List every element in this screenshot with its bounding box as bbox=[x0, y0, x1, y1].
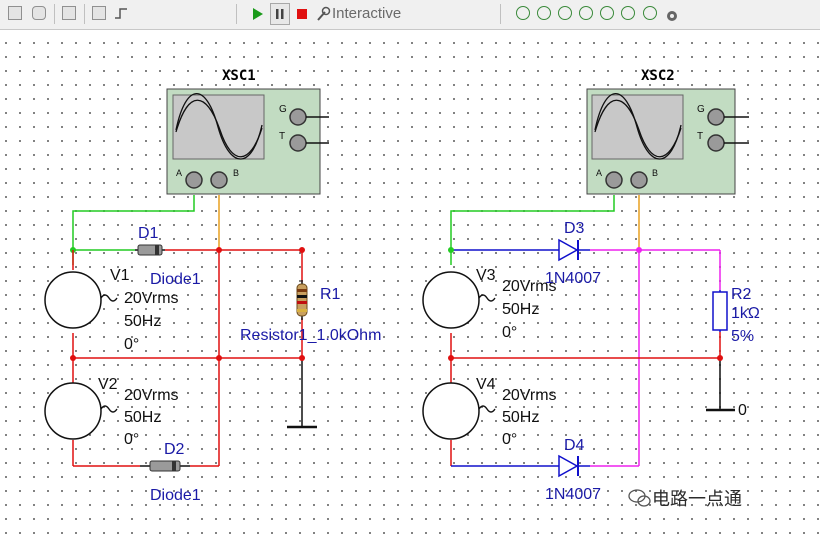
run-button[interactable] bbox=[248, 3, 266, 25]
pin-label-g: G bbox=[697, 104, 705, 115]
source-phase: 0° bbox=[502, 431, 517, 448]
source-phase: 0° bbox=[124, 431, 139, 448]
pin-label-b: B bbox=[652, 168, 658, 178]
diode-model: 1N4007 bbox=[545, 270, 601, 287]
pin-label-g: G bbox=[279, 104, 287, 115]
sine-icon bbox=[100, 294, 118, 302]
diode-model: Diode1 bbox=[150, 271, 201, 288]
pause-button[interactable] bbox=[270, 3, 290, 25]
ground-net-label: 0 bbox=[738, 402, 747, 419]
simulation-toolbar: Interactive bbox=[0, 0, 820, 30]
source-frequency: 50Hz bbox=[124, 409, 161, 426]
resistor-r2[interactable]: R2 1kΩ 5% bbox=[712, 286, 760, 345]
differential-probe-icon[interactable] bbox=[579, 6, 593, 20]
schematic-drawing: XSC1 G T A B XSC2 G bbox=[44, 68, 760, 504]
component-icon[interactable] bbox=[32, 6, 46, 20]
toolbar-separator bbox=[236, 4, 237, 24]
current-probe-icon[interactable] bbox=[537, 6, 551, 20]
source-frequency: 50Hz bbox=[502, 301, 539, 318]
resistor-ref: R2 bbox=[731, 286, 752, 303]
power-probe-icon[interactable] bbox=[558, 6, 572, 20]
stop-button[interactable] bbox=[293, 3, 311, 25]
source-phase: 0° bbox=[502, 324, 517, 341]
resistor-tolerance: 5% bbox=[731, 328, 754, 345]
oscilloscope-xsc2[interactable]: XSC2 G T A B bbox=[586, 68, 749, 195]
sine-icon bbox=[478, 405, 496, 413]
source-phase: 0° bbox=[124, 336, 139, 353]
postprocessor-icon[interactable] bbox=[92, 6, 106, 20]
schematic-canvas[interactable]: XSC1 G T A B XSC2 G bbox=[0, 30, 820, 535]
right-wires bbox=[450, 195, 721, 467]
diode-ref: D1 bbox=[138, 225, 159, 242]
ground-right[interactable]: 0 bbox=[706, 402, 747, 419]
resistor-ref: R1 bbox=[320, 286, 341, 303]
wechat-watermark bbox=[628, 488, 652, 513]
interactive-wrench-icon[interactable] bbox=[315, 3, 331, 25]
pin-label-t: T bbox=[279, 131, 285, 142]
junction-dots bbox=[70, 247, 723, 361]
pause-icon bbox=[276, 9, 284, 19]
source-amplitude: 20Vrms bbox=[124, 387, 179, 404]
analysis-mode-label[interactable]: Interactive bbox=[332, 5, 402, 22]
resistor-value: 1kΩ bbox=[731, 305, 760, 322]
grapher-icon[interactable] bbox=[62, 6, 76, 20]
diode-ref: D4 bbox=[564, 437, 585, 454]
sine-icon bbox=[100, 405, 118, 413]
resistor-r1[interactable]: R1 Resistor1_1.0kOhm bbox=[240, 280, 381, 344]
source-frequency: 50Hz bbox=[124, 313, 161, 330]
source-amplitude: 20Vrms bbox=[502, 387, 557, 404]
diode-ref: D2 bbox=[164, 441, 185, 458]
toolbar-separator bbox=[500, 4, 501, 24]
toolbar-separator bbox=[84, 4, 85, 24]
diode-d2[interactable]: D2 Diode1 bbox=[140, 441, 201, 504]
watermark-text: 电路一点通 bbox=[652, 489, 742, 510]
play-icon bbox=[253, 8, 263, 20]
diode-d4[interactable]: D4 1N4007 bbox=[535, 437, 601, 503]
source-ref: V2 bbox=[98, 376, 118, 393]
voltage-probe-icon[interactable] bbox=[516, 6, 530, 20]
pin-label-a: A bbox=[596, 168, 602, 178]
pin-label-a: A bbox=[176, 168, 182, 178]
scope-title: XSC1 bbox=[222, 68, 256, 84]
source-amplitude: 20Vrms bbox=[124, 290, 179, 307]
ac-source-v1[interactable]: V1 20Vrms 50Hz 0° bbox=[44, 250, 179, 353]
step-signal-icon[interactable] bbox=[114, 6, 128, 20]
instrument-probe-icon[interactable] bbox=[643, 6, 657, 20]
probe-settings-icon[interactable] bbox=[664, 3, 680, 25]
pin-label-t: T bbox=[697, 131, 703, 142]
source-ref: V3 bbox=[476, 267, 496, 284]
oscilloscope-xsc1[interactable]: XSC1 G T A B bbox=[166, 68, 329, 195]
diode-model: Diode1 bbox=[150, 487, 201, 504]
resistor-value: Resistor1_1.0kOhm bbox=[240, 327, 381, 344]
digital-probe-icon[interactable] bbox=[621, 6, 635, 20]
ac-source-v4[interactable]: V4 20Vrms 50Hz 0° bbox=[422, 376, 557, 448]
toolbar-separator bbox=[54, 4, 55, 24]
stop-icon bbox=[297, 9, 307, 19]
scope-title: XSC2 bbox=[641, 68, 675, 84]
source-frequency: 50Hz bbox=[502, 409, 539, 426]
diode-d1[interactable]: D1 Diode1 bbox=[135, 225, 201, 288]
reference-probe-icon[interactable] bbox=[600, 6, 614, 20]
ac-source-v3[interactable]: V3 20Vrms 50Hz 0° bbox=[422, 267, 557, 341]
pin-label-b: B bbox=[233, 168, 239, 178]
source-ref: V4 bbox=[476, 376, 496, 393]
diode-model: 1N4007 bbox=[545, 486, 601, 503]
ac-source-v2[interactable]: V2 20Vrms 50Hz 0° bbox=[44, 376, 179, 448]
diode-d3[interactable]: D3 1N4007 bbox=[535, 220, 601, 287]
source-ref: V1 bbox=[110, 267, 130, 284]
wechat-icon bbox=[628, 489, 651, 507]
probe-icon[interactable] bbox=[8, 6, 22, 20]
left-wires bbox=[72, 195, 303, 467]
sine-icon bbox=[478, 294, 496, 302]
diode-ref: D3 bbox=[564, 220, 585, 237]
source-amplitude: 20Vrms bbox=[502, 278, 557, 295]
